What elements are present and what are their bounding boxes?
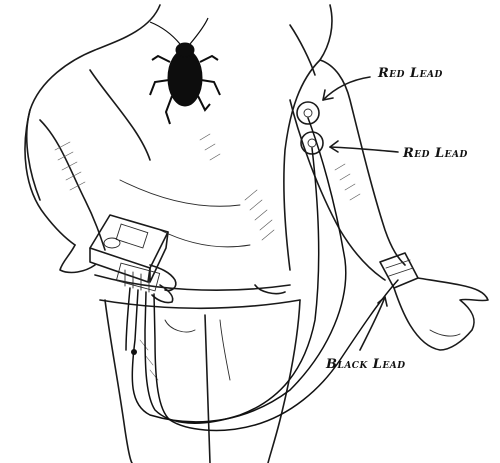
right-arm [289, 59, 489, 351]
cockroach-icon [149, 17, 221, 125]
callout-arrows [322, 76, 399, 351]
left-arm [24, 109, 177, 304]
torso [25, 4, 333, 310]
circuit-box [89, 214, 169, 293]
label-red-lead-bottom: Red Lead [403, 146, 468, 161]
lead-wires [125, 117, 399, 432]
label-red-lead-top: Red Lead [378, 66, 443, 81]
circuit-board-logo [103, 237, 121, 249]
red-lead-electrode-top [296, 101, 320, 125]
label-black-lead: Black Lead [326, 357, 406, 372]
arrow-black-lead [359, 296, 386, 351]
arrow-red-lead-top [322, 76, 371, 101]
arrow-red-lead-bottom [329, 146, 399, 153]
electrodes [296, 101, 324, 155]
pants [104, 284, 301, 463]
